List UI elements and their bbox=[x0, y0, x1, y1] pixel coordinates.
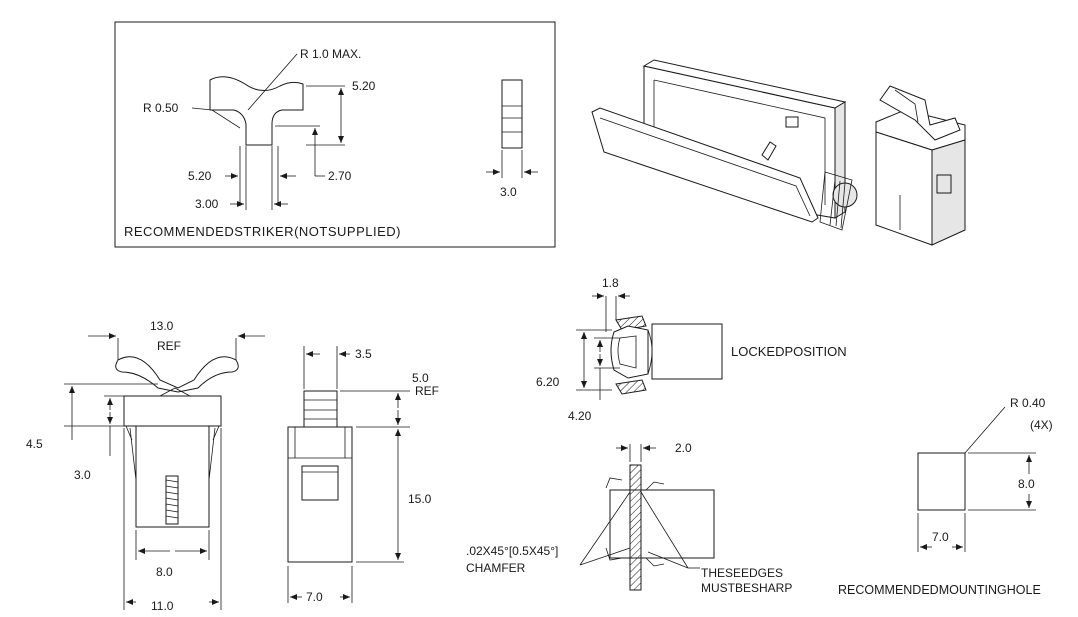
dim-50-ref: REF bbox=[415, 384, 439, 398]
dim-130-ref: REF bbox=[157, 339, 181, 353]
dim-130: 13.0 bbox=[150, 319, 174, 333]
dim-r040-4x: (4X) bbox=[1030, 418, 1053, 432]
dim-270: 2.70 bbox=[328, 169, 352, 183]
edges-label-1: THESEEDGES bbox=[701, 566, 783, 580]
chamfer-label-2: CHAMFER bbox=[466, 561, 526, 575]
dim-front-30: 3.0 bbox=[74, 468, 91, 482]
dim-520-top: 5.20 bbox=[352, 79, 376, 93]
panel-section-view: 2.0 .02X45°[0.5X45°] CHAMFER THESEEDGES … bbox=[466, 441, 792, 595]
dim-side-70: 7.0 bbox=[306, 590, 323, 604]
dim-striker-30: 3.0 bbox=[500, 185, 517, 199]
dim-mount-70: 7.0 bbox=[932, 530, 949, 544]
striker-profile bbox=[209, 76, 304, 146]
dim-front-80: 8.0 bbox=[156, 565, 173, 579]
dim-r040: R 0.40 bbox=[1010, 396, 1046, 410]
dim-20: 2.0 bbox=[675, 441, 692, 455]
dim-520-left: 5.20 bbox=[188, 169, 212, 183]
dim-50: 5.0 bbox=[412, 371, 429, 385]
locked-caption: LOCKEDPOSITION bbox=[731, 344, 847, 359]
mounting-hole-view: R 0.40 (4X) 8.0 7.0 RECOMMENDEDMOUNTINGH… bbox=[838, 396, 1053, 597]
mounting-hole bbox=[917, 452, 966, 511]
striker-side-view bbox=[501, 79, 523, 149]
striker-caption: RECOMMENDEDSTRIKER(NOTSUPPLIED) bbox=[124, 224, 401, 239]
locked-position-view: 1.8 6.20 4.20 LOCKEDPOSITION bbox=[536, 276, 847, 423]
mounting-caption: RECOMMENDEDMOUNTINGHOLE bbox=[838, 583, 1041, 597]
latch-side-view: 3.5 5.0 REF 15.0 7.0 bbox=[287, 346, 439, 604]
latch-front-view: 13.0 REF 4.5 3.0 8.0 11.0 bbox=[26, 319, 265, 613]
dim-150: 15.0 bbox=[408, 492, 432, 506]
dim-300: 3.00 bbox=[195, 197, 219, 211]
dim-18: 1.8 bbox=[602, 276, 619, 290]
dim-110: 11.0 bbox=[151, 599, 174, 613]
dim-35: 3.5 bbox=[355, 347, 372, 361]
dim-r050: R 0.50 bbox=[143, 101, 179, 115]
striker-panel: R 1.0 MAX. R 0.50 5.20 2.70 5.20 3.00 bbox=[114, 21, 556, 248]
dim-420: 4.20 bbox=[568, 409, 592, 423]
chamfer-label-1: .02X45°[0.5X45°] bbox=[466, 544, 558, 558]
striker-frame bbox=[114, 21, 556, 248]
dim-r-max: R 1.0 MAX. bbox=[300, 47, 361, 61]
dim-mount-80: 8.0 bbox=[1018, 477, 1035, 491]
isometric-assembly bbox=[591, 59, 966, 246]
edges-label-2: MUSTBESHARP bbox=[701, 581, 792, 595]
dim-45: 4.5 bbox=[26, 437, 43, 451]
dim-620: 6.20 bbox=[536, 375, 560, 389]
